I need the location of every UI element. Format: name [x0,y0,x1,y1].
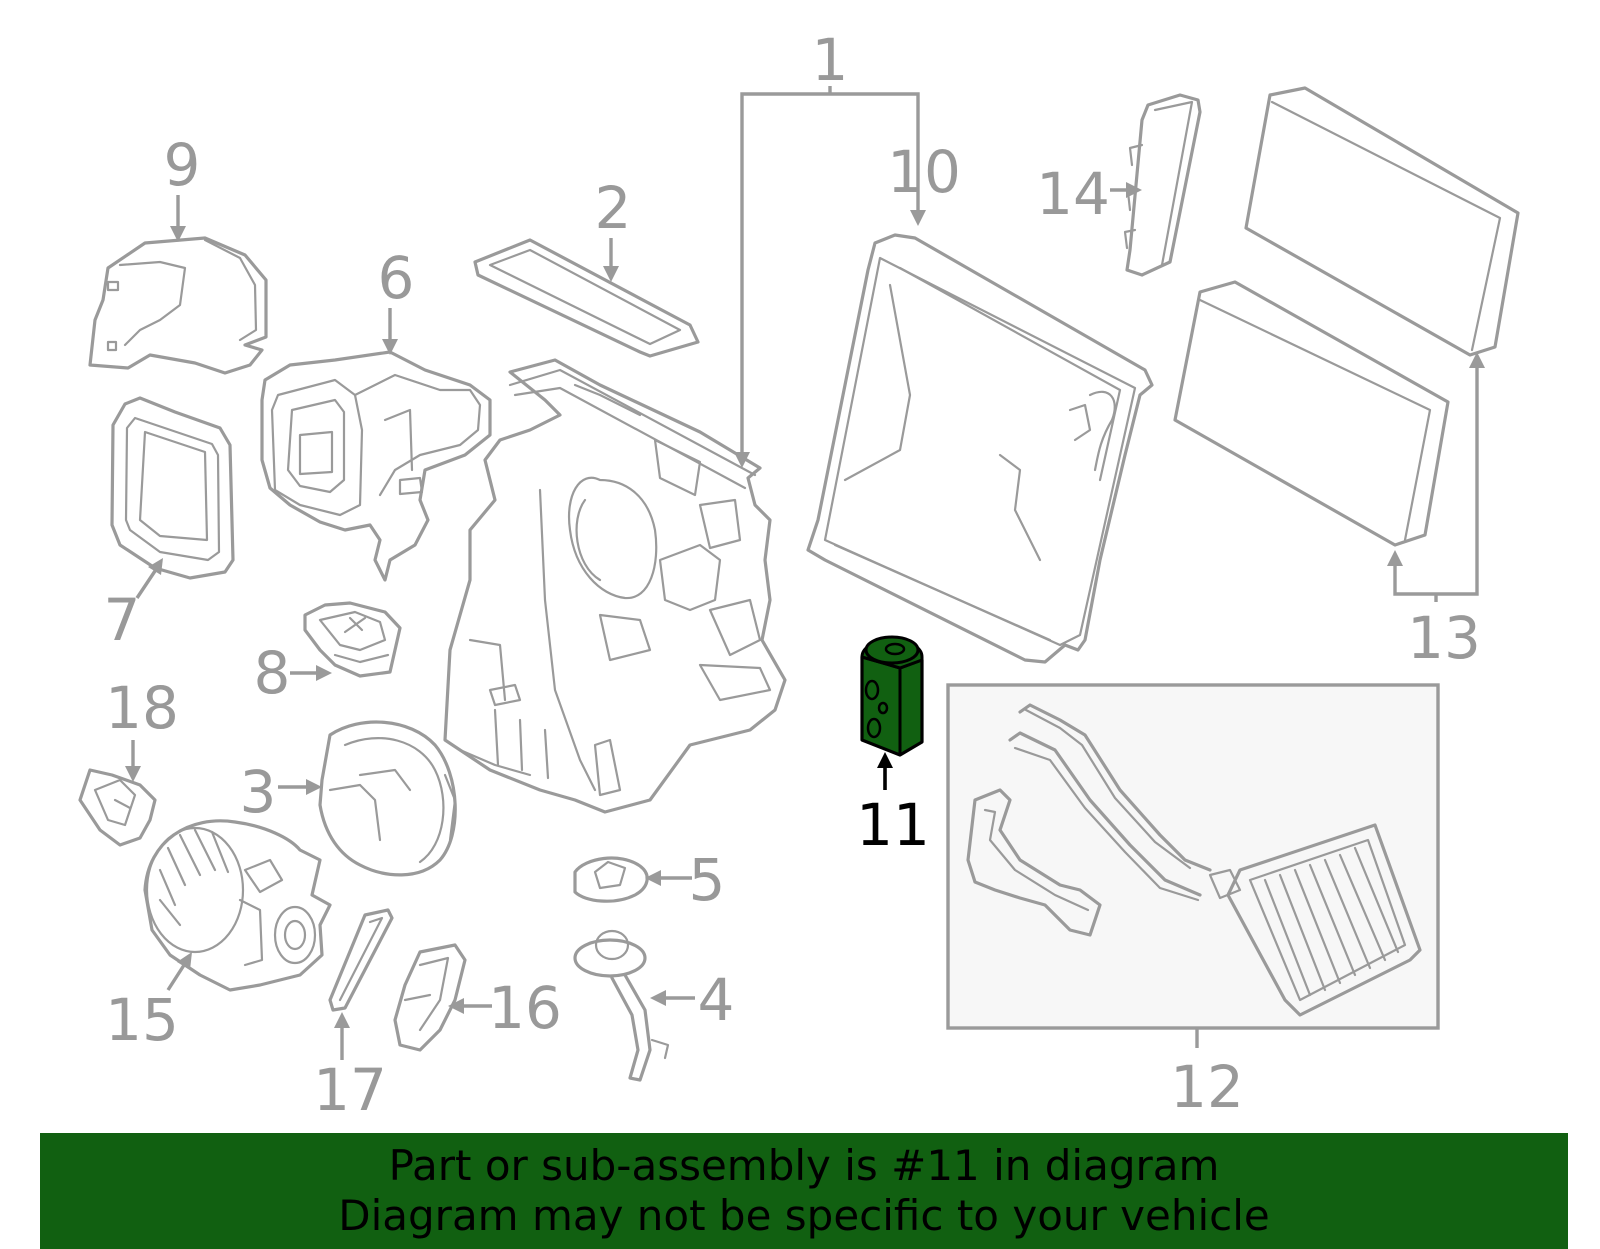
part-6-intake-housing[interactable] [260,350,492,582]
part-12-heater-core-group[interactable] [946,683,1440,1030]
part-8-actuator[interactable] [303,601,402,678]
callout-1[interactable]: 1 [812,26,849,94]
callout-16[interactable]: 16 [488,974,562,1042]
part-16-bracket[interactable] [393,943,467,1052]
callout-13[interactable]: 13 [1407,604,1481,672]
part-14-filter[interactable] [1123,93,1202,277]
part-7-seal[interactable] [110,396,235,580]
callout-3[interactable]: 3 [240,758,277,826]
part-10-evaporator[interactable] [806,233,1154,664]
banner-part-note: Part or sub-assembly is #11 in diagram [388,1141,1220,1190]
callout-6[interactable]: 6 [378,244,415,312]
callout-12[interactable]: 12 [1170,1053,1244,1121]
callout-11[interactable]: 11 [856,791,930,859]
callout-10[interactable]: 10 [887,138,961,206]
part-17-strip[interactable] [328,908,394,1012]
callout-15[interactable]: 15 [105,986,179,1054]
callout-9[interactable]: 9 [164,131,201,199]
part-4-drain[interactable] [573,929,670,1082]
callout-7[interactable]: 7 [104,586,141,654]
part-3-scroll[interactable] [318,720,457,877]
part-2-filter-cover[interactable] [473,238,700,358]
callout-8[interactable]: 8 [254,639,291,707]
leader-lines [125,86,1485,1060]
banner-disclaimer: Diagram may not be specific to your vehi… [338,1191,1270,1240]
part-15-blower-motor[interactable] [143,819,332,992]
callout-14[interactable]: 14 [1036,160,1110,228]
part-13-cabin-filters[interactable] [1173,86,1520,547]
part-5-grommet[interactable] [573,856,649,903]
callout-labels: 1 9 10 14 2 6 7 13 8 18 3 11 5 4 16 15 1… [104,26,1481,1124]
part-11-expansion-valve[interactable] [860,635,924,757]
part-1-hvac-case[interactable] [443,358,787,814]
info-banner: Part or sub-assembly is #11 in diagram D… [40,1133,1568,1249]
part-9-housing-cover[interactable] [88,236,268,375]
parts-diagram: 1 9 10 14 2 6 7 13 8 18 3 11 5 4 16 15 1… [78,26,1520,1124]
callout-4[interactable]: 4 [698,966,735,1034]
part-18-connector[interactable] [78,768,157,847]
callout-18[interactable]: 18 [105,674,179,742]
callout-17[interactable]: 17 [313,1056,387,1124]
callout-2[interactable]: 2 [595,174,632,242]
callout-5[interactable]: 5 [689,846,726,914]
